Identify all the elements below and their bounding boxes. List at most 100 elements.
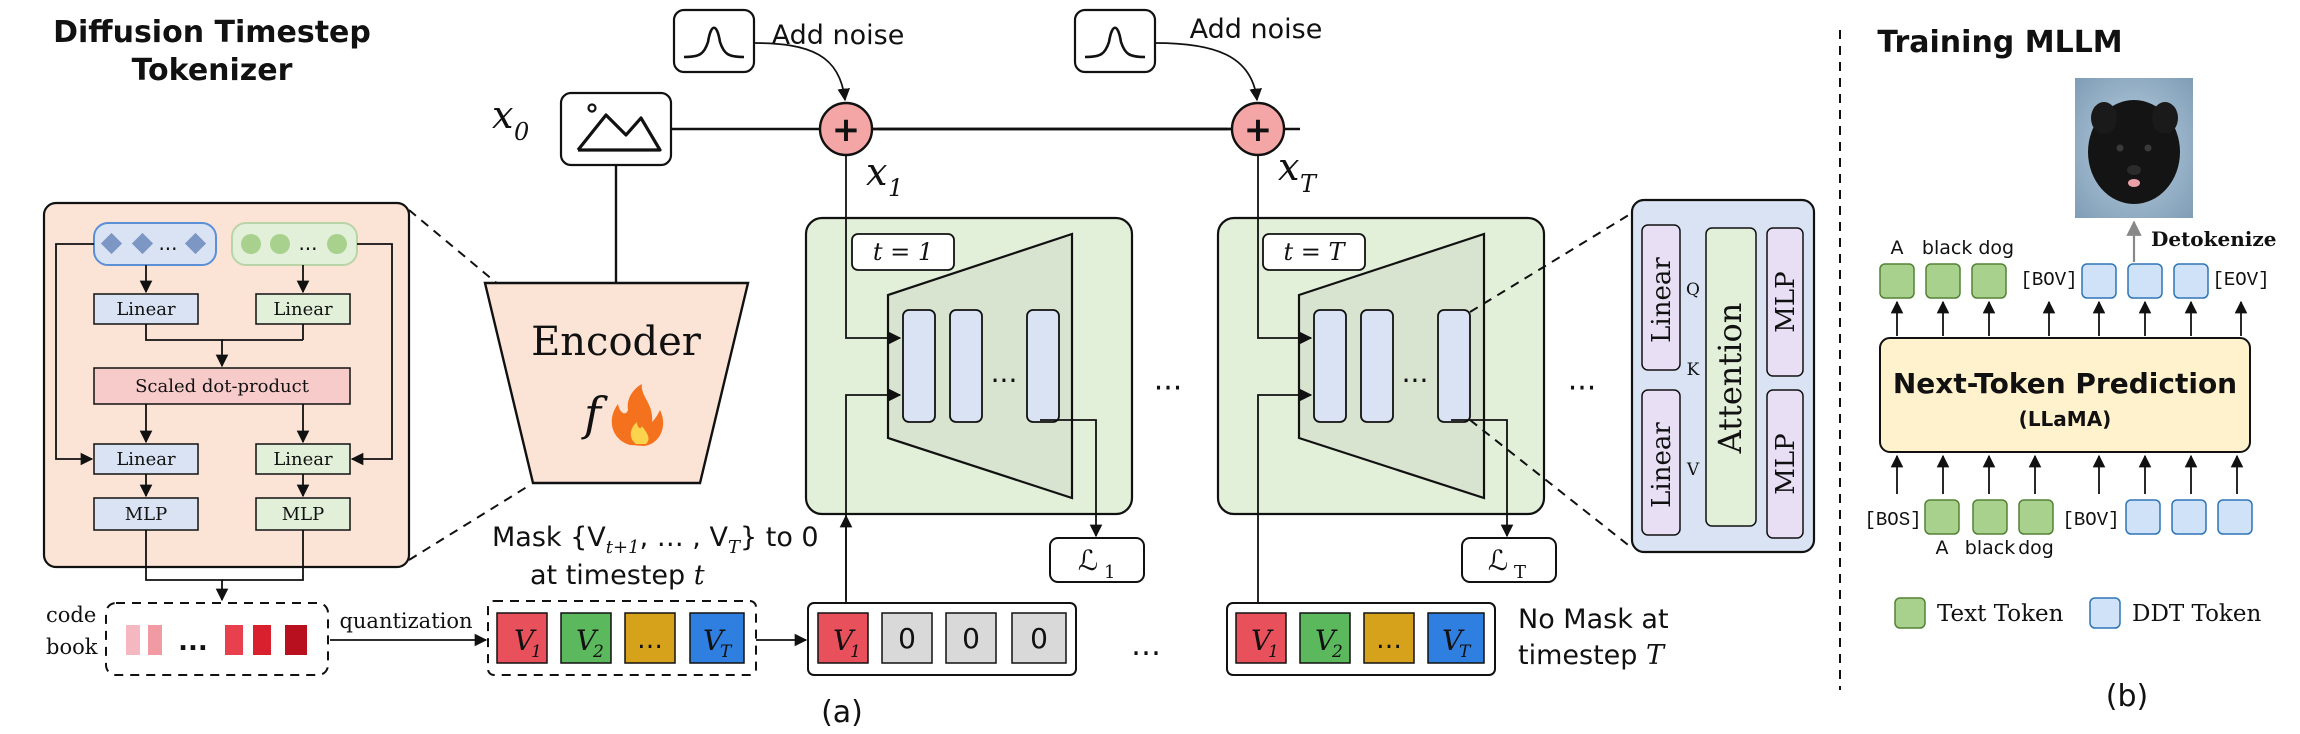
detail-v: V xyxy=(1686,460,1700,480)
linear-right-label-2: Linear xyxy=(273,449,333,470)
in-bos-label: [BOS] xyxy=(1864,509,1921,531)
gaussian-icon-2 xyxy=(1084,26,1146,59)
tokensT-to-unet-arrow xyxy=(1257,388,1313,612)
step-label-T: t = T xyxy=(1283,238,1346,266)
legend-ddt-token-swatch xyxy=(2089,597,2121,629)
x1-label: x xyxy=(866,150,887,194)
unet-layer-Tc xyxy=(1437,309,1471,423)
unet-dots-1: ··· xyxy=(991,364,1018,397)
unet-step-1: t = 1 ··· ℒ 1 xyxy=(804,155,1145,636)
scaled-dot-product-box xyxy=(93,367,351,405)
diamond-token-icons xyxy=(100,232,207,255)
masked-zero-2 xyxy=(945,612,997,664)
after-unet-dots: ··· xyxy=(1568,371,1597,406)
noise-section: Add noise + x 1 Add noise + x T xyxy=(671,8,1323,202)
noise-distribution-box-2 xyxy=(1073,8,1157,74)
x1-subscript: 1 xyxy=(888,174,903,202)
caption-b: (b) xyxy=(2106,679,2148,714)
masked-zero-2-label: 0 xyxy=(962,622,980,655)
next-token-prediction-box xyxy=(1879,337,2251,453)
in-ddt-token-2 xyxy=(2171,499,2207,535)
detail-q: Q xyxy=(1686,280,1700,300)
unet-layer-Tb xyxy=(1360,309,1394,423)
loss-box-T xyxy=(1461,537,1557,583)
loss-symbol-1: ℒ xyxy=(1078,544,1098,577)
step-label-1: t = 1 xyxy=(873,238,933,266)
unmasked-vT-sub: T xyxy=(1459,642,1472,662)
unmasked-v1-sub: 1 xyxy=(1268,642,1279,662)
detail-linear-top-label: Linear xyxy=(1647,257,1677,343)
unmasked-v2-sub: 2 xyxy=(1331,642,1343,662)
in-text-token-2 xyxy=(1972,499,2008,535)
out-bov-label: [BOV] xyxy=(2020,269,2077,291)
unmasked-token-v1 xyxy=(1235,612,1287,664)
detail-k: K xyxy=(1687,360,1700,380)
quantization-label: quantization xyxy=(339,609,472,633)
unet-layer-1a xyxy=(902,309,936,423)
out-ddt-token-1 xyxy=(2081,263,2117,299)
add-noise-label-2: Add noise xyxy=(1190,14,1323,45)
unet-to-loss-T xyxy=(1451,419,1514,538)
out-eov-label: [EOV] xyxy=(2212,269,2269,291)
unet-to-loss-1 xyxy=(1040,419,1103,538)
token-vT xyxy=(689,612,745,664)
circle-token-icons xyxy=(241,234,347,254)
masked-v1-sub: 1 xyxy=(850,642,861,662)
zoom-line-top xyxy=(408,209,506,291)
in-ddt-token-1 xyxy=(2125,499,2161,535)
noise-distribution-box-1 xyxy=(672,8,756,74)
in-text-token-1 xyxy=(1924,499,1960,535)
noise-arrow-1 xyxy=(753,42,851,102)
detail-mlp-bottom-label: MLP xyxy=(1771,433,1801,494)
out-token-a-label: A xyxy=(1891,237,1904,259)
loss-subscript-T: T xyxy=(1514,562,1526,583)
codebook-dots: ... xyxy=(178,627,208,657)
token-v1-sub: 1 xyxy=(531,642,542,662)
detail-mlp-bottom xyxy=(1766,389,1804,539)
mllm-title: Training MLLM xyxy=(1877,25,2122,60)
in-bov-label: [BOV] xyxy=(2062,509,2119,531)
masked-zero-1 xyxy=(881,612,933,664)
in-black-label: black xyxy=(1965,537,2015,559)
query-dots: ... xyxy=(158,231,177,255)
unmasked-token-v2 xyxy=(1299,612,1351,664)
in-text-token-3 xyxy=(2018,499,2054,535)
transformer-detail: Linear Linear Q K V Attention MLP MLP xyxy=(1630,198,1816,554)
encoder-section: x 0 Encoder f xyxy=(483,91,750,485)
tokenizer-title-line2: Tokenizer xyxy=(132,53,293,88)
noise-arrow-2 xyxy=(1154,42,1262,102)
linear-left-box-2 xyxy=(93,443,199,475)
sequence-between-dots: … xyxy=(1131,628,1161,663)
legend-text-token-swatch xyxy=(1894,597,1926,629)
ntp-subtitle: (LLaMA) xyxy=(2019,407,2112,431)
tokenizer-title-line1: Diffusion Timestep xyxy=(53,15,371,50)
out-text-token-2 xyxy=(1925,263,1961,299)
step-badge-T xyxy=(1262,233,1366,271)
in-ddt-token-3 xyxy=(2217,499,2253,535)
token-v2-label: V xyxy=(576,624,599,657)
x0-label: x xyxy=(492,93,513,137)
xT-label: x xyxy=(1278,145,1299,189)
legend-ddt-token: DDT Token xyxy=(2132,601,2261,627)
in-dog-label: dog xyxy=(2018,537,2054,559)
unet-layer-1b xyxy=(949,309,983,423)
linear-right-box-2 xyxy=(255,443,351,475)
token-ellipsis xyxy=(624,612,676,664)
caption-a: (a) xyxy=(821,695,863,730)
between-unet-dots: ··· xyxy=(1154,371,1183,406)
ntp-input-arrows xyxy=(1890,454,2244,494)
legend-text-token: Text Token xyxy=(1937,601,2064,627)
codebook-label-line1: code xyxy=(46,603,96,627)
unet-layer-Ta xyxy=(1313,309,1347,423)
out-token-black-dog-label: black dog xyxy=(1922,237,2014,259)
linear-right-box xyxy=(255,293,351,325)
mlp-right-label: MLP xyxy=(282,504,325,525)
detokenize-label: Detokenize xyxy=(2151,227,2276,251)
mask-caption-line1: Mask {Vt+1, … , VT} to 0 xyxy=(492,522,819,558)
detail-zoom-bottom xyxy=(1469,419,1633,549)
token-vT-label: V xyxy=(703,624,726,657)
token-v2 xyxy=(560,612,612,664)
token-vT-sub: T xyxy=(720,642,733,662)
plus-icon-1: + xyxy=(832,110,861,150)
